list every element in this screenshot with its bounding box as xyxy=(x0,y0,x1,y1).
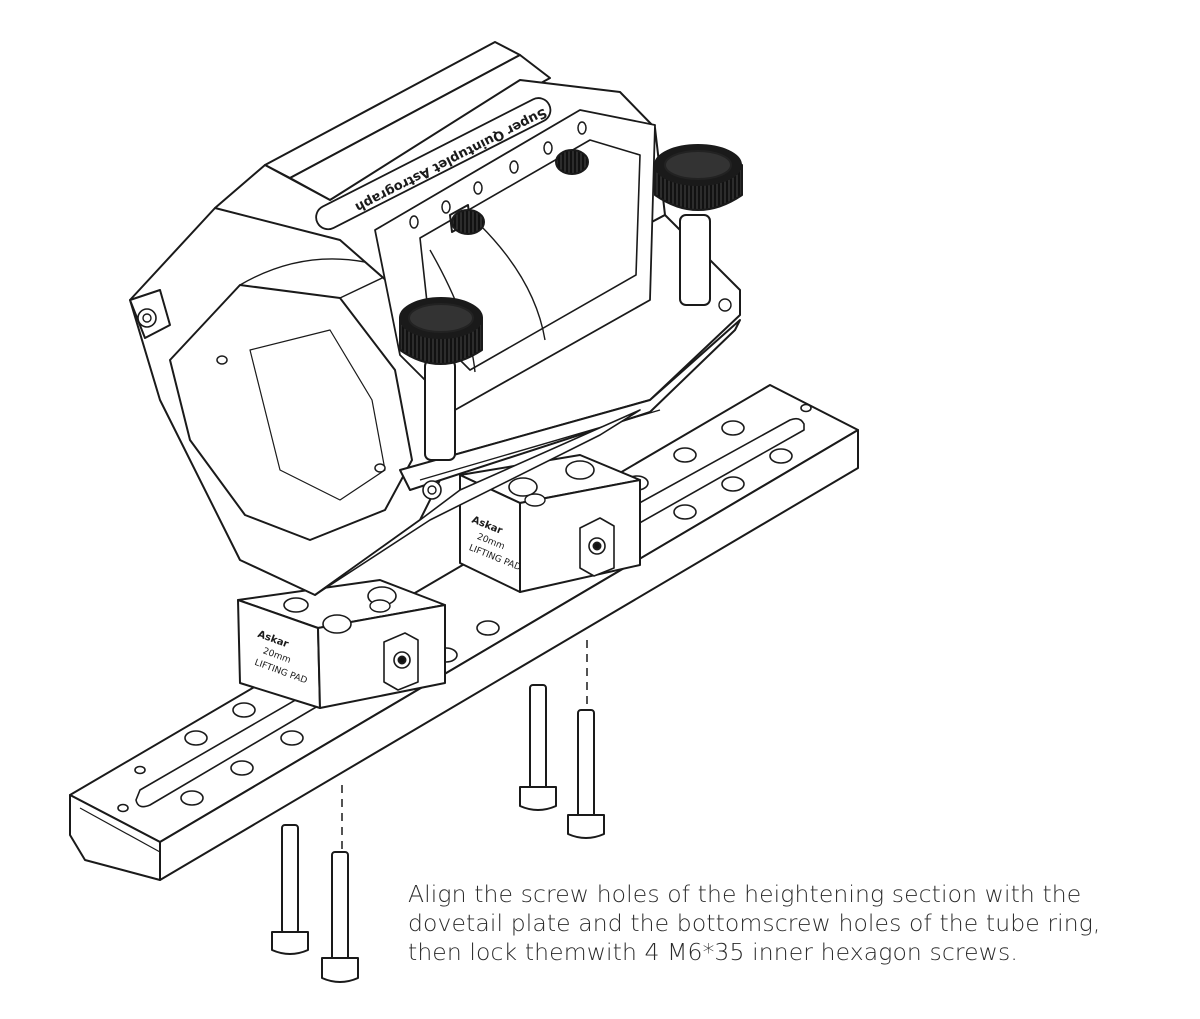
instruction-line-1: Align the screw holes of the heightening… xyxy=(408,880,1082,908)
lifting-pad-left xyxy=(237,579,446,709)
alignment-lines xyxy=(341,640,588,850)
clamp-knob-left xyxy=(399,297,483,461)
lifting-pad-right xyxy=(459,454,641,593)
thumb-screw-small-right xyxy=(555,149,589,175)
instruction-line-3: then lock themwith 4 M6*35 inner hexagon… xyxy=(408,938,1018,966)
ring-holes xyxy=(216,121,587,473)
instruction-line-2: dovetail plate and the bottomscrew holes… xyxy=(408,909,1101,937)
screw-3 xyxy=(519,684,557,811)
clamp-knob-right xyxy=(654,144,743,306)
instruction-text: Align the screw holes of the heightening… xyxy=(408,880,1168,967)
screw-1 xyxy=(271,824,309,955)
screw-4 xyxy=(567,709,605,839)
thumb-screw-small-left xyxy=(449,204,485,235)
screw-2 xyxy=(321,851,359,983)
